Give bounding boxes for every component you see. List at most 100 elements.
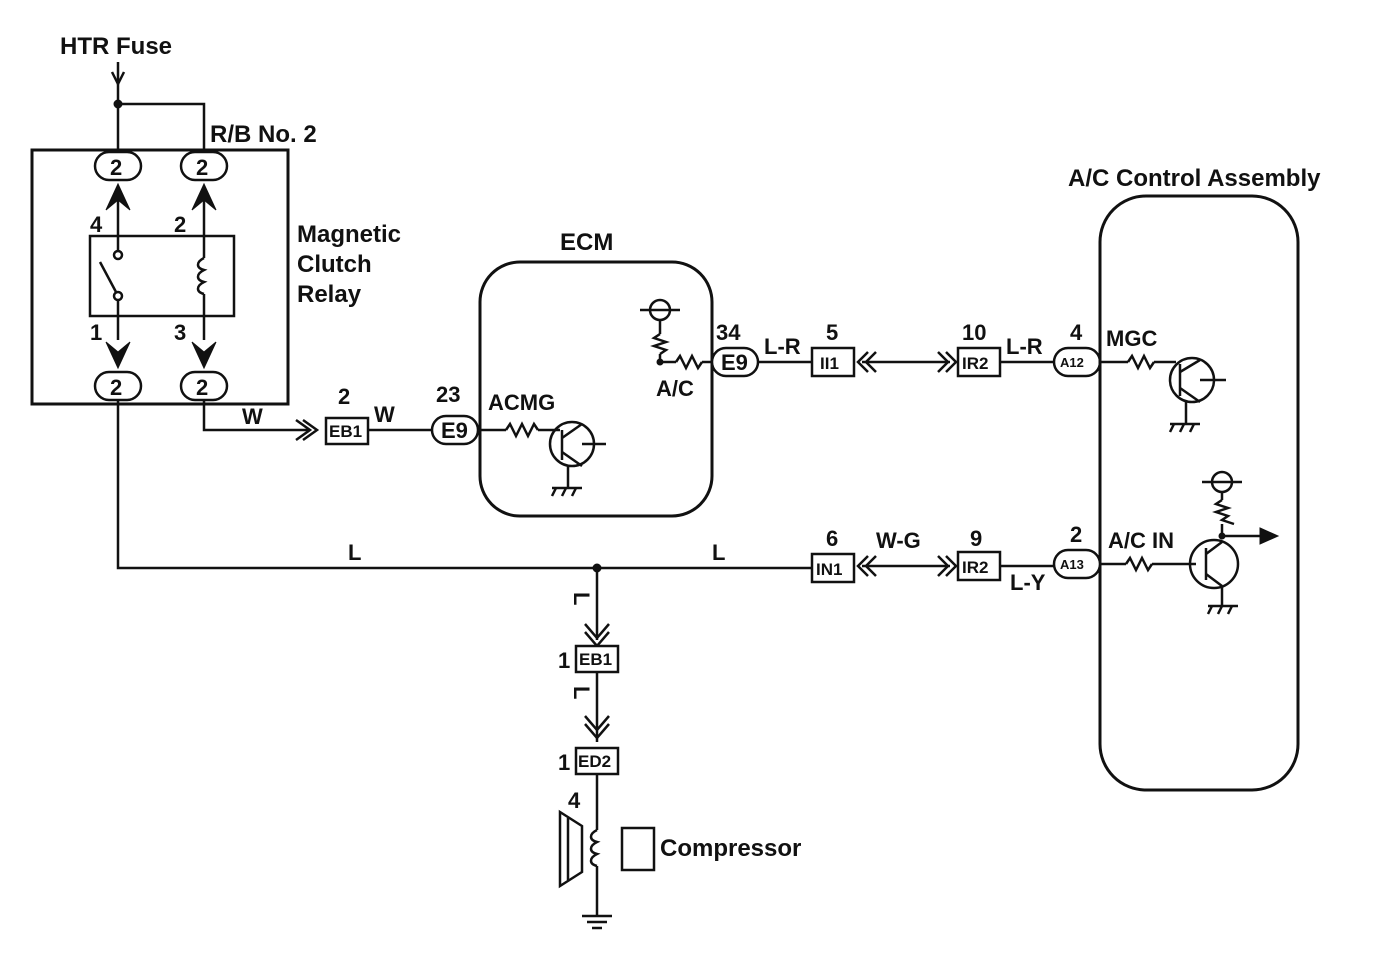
svg-text:II1: II1 bbox=[820, 354, 839, 373]
connector-ed2: 1 ED2 bbox=[558, 746, 620, 776]
svg-text:2: 2 bbox=[338, 384, 350, 409]
svg-text:Magnetic: Magnetic bbox=[297, 221, 401, 248]
svg-text:W-G: W-G bbox=[876, 528, 921, 553]
svg-text:L: L bbox=[348, 540, 361, 565]
svg-text:E9: E9 bbox=[441, 418, 468, 443]
svg-text:ED2: ED2 bbox=[578, 752, 611, 771]
svg-text:10: 10 bbox=[962, 320, 986, 345]
switch-blade-icon bbox=[98, 261, 118, 293]
svg-text:E9: E9 bbox=[721, 350, 748, 375]
ecm-label: ECM bbox=[560, 229, 613, 256]
switch-contact-icon bbox=[112, 249, 124, 261]
connector-eb1-a: 2 EB1 bbox=[324, 384, 370, 446]
svg-text:L: L bbox=[569, 686, 594, 699]
svg-text:2: 2 bbox=[174, 212, 186, 237]
connector-ir2-a: 10 IR2 bbox=[956, 320, 1002, 378]
resistor-icon bbox=[504, 421, 540, 439]
svg-text:2: 2 bbox=[110, 375, 122, 400]
ecm-box bbox=[478, 260, 714, 518]
ac-control-assembly-label: A/C Control Assembly bbox=[1068, 165, 1321, 192]
svg-text:W: W bbox=[374, 402, 395, 427]
svg-text:MGC: MGC bbox=[1106, 326, 1157, 351]
svg-text:L: L bbox=[712, 540, 725, 565]
svg-text:2: 2 bbox=[196, 375, 208, 400]
chevron-up-icon bbox=[191, 182, 217, 211]
compressor-branch: L 1 EB1 L 1 ED2 4 Compress bbox=[558, 568, 801, 930]
compressor-label: Compressor bbox=[660, 835, 801, 862]
lr-line: L-R 5 II1 10 IR2 L-R 4 A12 bbox=[758, 320, 1102, 378]
ac-control-assembly-box bbox=[1098, 194, 1300, 792]
chevron-down-icon bbox=[191, 341, 217, 370]
svg-text:IR2: IR2 bbox=[962, 558, 988, 577]
resistor-icon bbox=[1212, 498, 1235, 526]
svg-text:W: W bbox=[242, 404, 263, 429]
chevron-down-icon bbox=[105, 341, 131, 370]
ground-icon bbox=[1168, 422, 1200, 433]
svg-text:EB1: EB1 bbox=[579, 650, 612, 669]
chevron-up-icon bbox=[105, 182, 131, 211]
resistor-icon bbox=[1126, 353, 1156, 371]
arrow-right-icon bbox=[1259, 527, 1280, 545]
relay-pin-bottom-right: 2 bbox=[179, 370, 229, 402]
svg-text:L-R: L-R bbox=[764, 334, 801, 359]
svg-text:34: 34 bbox=[716, 320, 741, 345]
svg-text:4: 4 bbox=[568, 788, 581, 813]
htr-fuse-label: HTR Fuse bbox=[60, 33, 172, 60]
svg-text:3: 3 bbox=[174, 320, 186, 345]
connector-a13: 2 A13 bbox=[1052, 522, 1102, 580]
svg-text:Relay: Relay bbox=[297, 281, 362, 308]
svg-text:4: 4 bbox=[1070, 320, 1083, 345]
svg-text:A/C IN: A/C IN bbox=[1108, 528, 1174, 553]
svg-text:IN1: IN1 bbox=[816, 560, 842, 579]
svg-text:EB1: EB1 bbox=[329, 422, 362, 441]
transistor-icon bbox=[1188, 538, 1240, 590]
svg-text:1: 1 bbox=[558, 750, 570, 775]
connector-a12: 4 A12 bbox=[1052, 320, 1102, 378]
compressor-coil-icon bbox=[589, 828, 601, 868]
connector-ir2-b: 9 IR2 bbox=[956, 526, 1002, 582]
htr-fuse-feed: HTR Fuse bbox=[60, 33, 206, 150]
resistor-icon bbox=[650, 332, 670, 356]
svg-text:2: 2 bbox=[1070, 522, 1082, 547]
connector-in1: 6 IN1 bbox=[810, 526, 856, 584]
svg-text:A/C: A/C bbox=[656, 376, 694, 401]
svg-text:Clutch: Clutch bbox=[297, 251, 372, 278]
l-line: L L 6 IN1 W-G 9 IR2 L-Y 2 A13 bbox=[116, 400, 1102, 595]
magnetic-clutch-relay-box bbox=[88, 234, 236, 318]
w-wire-to-ecm: W 2 EB1 W 23 E9 bbox=[202, 382, 480, 446]
svg-text:A12: A12 bbox=[1060, 355, 1084, 370]
resistor-icon bbox=[674, 353, 704, 371]
relay-pin-bottom-left: 2 bbox=[93, 370, 143, 402]
svg-text:A13: A13 bbox=[1060, 557, 1084, 572]
ground-icon bbox=[1206, 604, 1238, 615]
svg-text:4: 4 bbox=[90, 212, 103, 237]
ground-icon bbox=[582, 914, 612, 930]
svg-text:ACMG: ACMG bbox=[488, 390, 555, 415]
clutch-plate-icon bbox=[558, 809, 584, 889]
compressor-symbol-icon bbox=[620, 826, 656, 872]
relay-block: R/B No. 2 2 2 4 2 1 3 bbox=[30, 121, 401, 406]
rb-no2-label: R/B No. 2 bbox=[210, 121, 317, 148]
svg-text:L: L bbox=[569, 592, 594, 605]
svg-text:9: 9 bbox=[970, 526, 982, 551]
svg-text:23: 23 bbox=[436, 382, 460, 407]
svg-text:5: 5 bbox=[826, 320, 838, 345]
svg-text:IR2: IR2 bbox=[962, 354, 988, 373]
relay-coil-icon bbox=[196, 256, 208, 296]
svg-text:L-Y: L-Y bbox=[1010, 570, 1046, 595]
connector-eb1-b: 1 EB1 bbox=[558, 644, 620, 674]
svg-text:6: 6 bbox=[826, 526, 838, 551]
connector-e9-a: 23 E9 bbox=[430, 382, 480, 446]
ground-icon bbox=[550, 486, 582, 497]
svg-text:2: 2 bbox=[110, 155, 122, 180]
svg-text:1: 1 bbox=[90, 320, 102, 345]
ac-control-assembly: A/C Control Assembly MGC A/C IN bbox=[1068, 165, 1321, 792]
svg-text:2: 2 bbox=[196, 155, 208, 180]
connector-e9-b: 34 E9 bbox=[710, 320, 760, 378]
svg-text:1: 1 bbox=[558, 648, 570, 673]
relay-pin-top-left: 2 bbox=[93, 150, 143, 182]
connector-ii1: 5 II1 bbox=[810, 320, 856, 378]
ecm: ECM ACMG A/C 34 E9 bbox=[478, 229, 760, 518]
rb-no2-box bbox=[30, 148, 290, 406]
